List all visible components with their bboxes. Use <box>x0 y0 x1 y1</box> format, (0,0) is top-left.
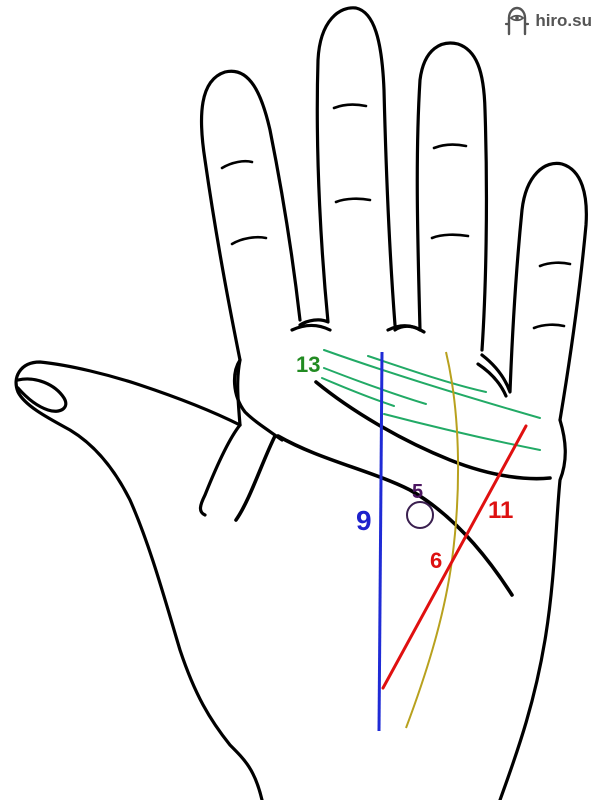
green-line-3 <box>367 355 487 393</box>
knuckle-ring-1 <box>432 143 468 150</box>
middle-finger-outline <box>298 6 397 327</box>
label-5: 5 <box>412 481 423 503</box>
knuckle-ring-2 <box>430 233 470 240</box>
palm-right-edge <box>498 418 567 800</box>
green-line-2 <box>323 367 427 405</box>
knuckle-middle-2 <box>334 197 372 204</box>
life-line <box>234 434 277 522</box>
green-lines <box>321 349 541 451</box>
green-line-4 <box>321 377 395 407</box>
blue-line <box>377 351 384 732</box>
palm-creases <box>234 380 552 597</box>
knuckle-little-2 <box>532 323 566 330</box>
knuckle-little-1 <box>538 261 572 268</box>
label-13: 13 <box>296 352 320 377</box>
knuckle-index-1 <box>220 159 254 170</box>
index-finger-outline <box>199 69 302 427</box>
ring-finger-outline <box>393 41 489 352</box>
brand-text[interactable]: hiro.su <box>535 11 592 30</box>
thumb-inner <box>198 423 242 517</box>
hand-outline <box>14 6 588 800</box>
label-9: 9 <box>356 505 372 536</box>
green-line-5 <box>383 413 541 451</box>
finger-base-2 <box>386 324 426 334</box>
thumb-outline <box>14 360 264 800</box>
finger-base-3 <box>476 362 508 398</box>
label-6: 6 <box>430 548 442 573</box>
heart-line <box>314 380 552 481</box>
finger-base-1 <box>290 323 332 332</box>
red-line <box>381 424 528 690</box>
head-line <box>276 434 514 597</box>
brand-logo[interactable]: hiro.su <box>503 6 592 36</box>
little-finger-outline <box>480 161 588 422</box>
thumb-nail <box>16 377 68 413</box>
circle-marker-5 <box>406 501 434 529</box>
label-11: 11 <box>488 497 513 524</box>
palm-mound <box>233 358 284 442</box>
knuckle-marks <box>220 103 572 330</box>
palm-eye-logo-icon <box>505 6 530 36</box>
knuckle-middle-1 <box>332 103 368 110</box>
knuckle-index-2 <box>230 235 268 246</box>
olive-line <box>405 351 460 729</box>
green-line-1 <box>323 349 541 419</box>
